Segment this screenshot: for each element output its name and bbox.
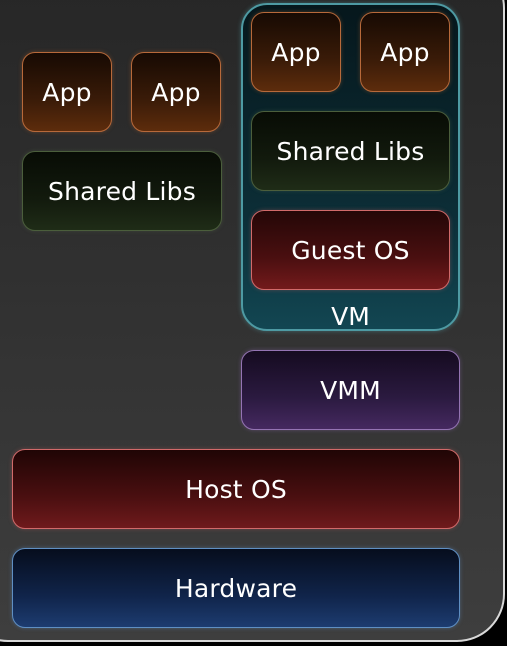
vm-app-box-2: App (360, 12, 450, 92)
vm-shared-libs-box: Shared Libs (251, 111, 450, 191)
host-app-box-2: App (131, 52, 221, 132)
host-shared-libs-box: Shared Libs (22, 151, 222, 231)
vm-app-box-1: App (251, 12, 341, 92)
guest-os-box: Guest OS (251, 210, 450, 290)
hardware-box: Hardware (12, 548, 460, 628)
vmm-box: VMM (241, 350, 460, 430)
vm-label: VM (331, 302, 370, 331)
host-os-box: Host OS (12, 449, 460, 529)
host-app-box-1: App (22, 52, 112, 132)
